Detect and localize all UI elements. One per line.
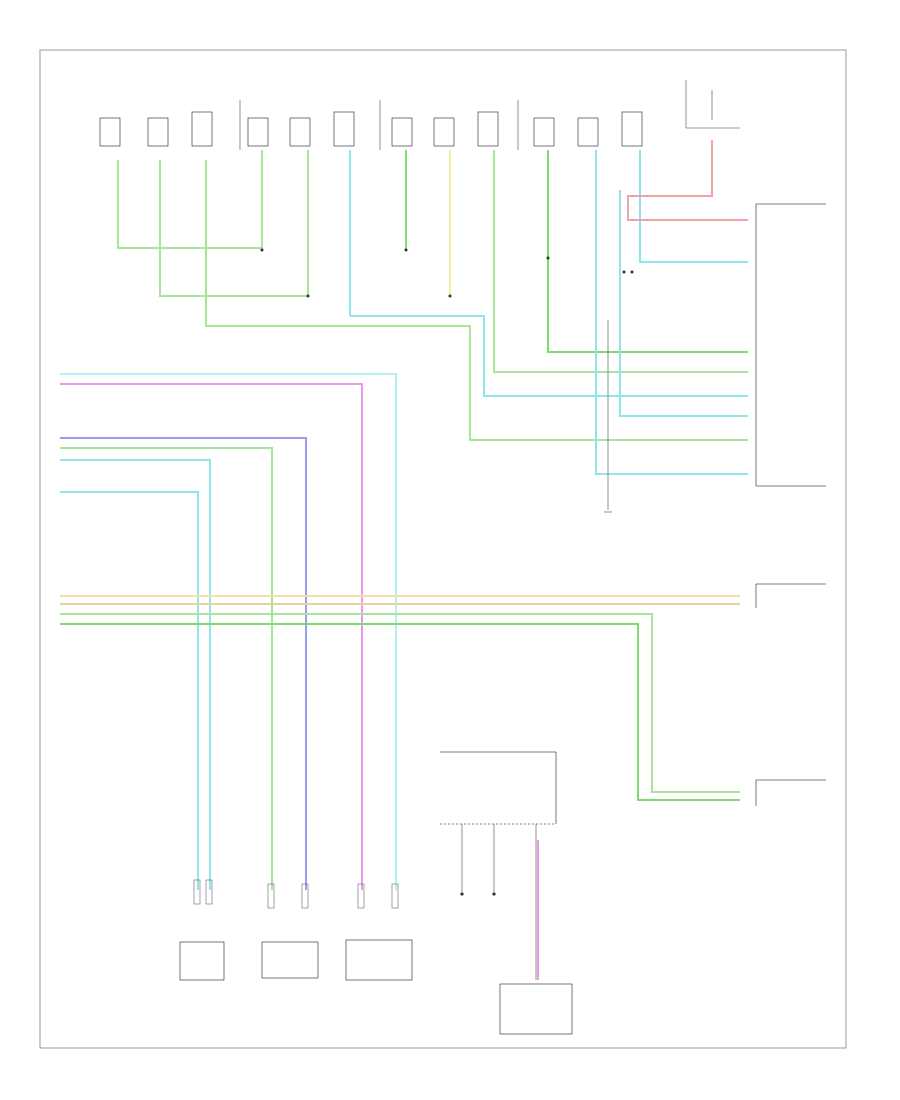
- wire-blue-left: [60, 437, 307, 890]
- wire-cyan-5: [619, 190, 748, 417]
- wire-green-1: [117, 150, 263, 249]
- ground-module: [499, 983, 573, 1035]
- fuse-block: [685, 80, 740, 129]
- splice-dot: [630, 270, 634, 274]
- seat-sensor-center: [261, 941, 319, 979]
- diagram-frame: [39, 49, 847, 1049]
- splice-dot: [260, 248, 264, 252]
- front-sensor: [755, 583, 826, 608]
- wire-magenta-left: [60, 383, 363, 890]
- wire-cyan-4: [639, 150, 748, 263]
- splice-dot: [448, 294, 452, 298]
- door-switch-group-3: [391, 100, 519, 150]
- wire-green-6: [547, 150, 748, 353]
- wire-cyan-left-3: [60, 491, 199, 890]
- splice-dot: [404, 248, 408, 252]
- rear-sensor: [755, 779, 826, 806]
- wire-cyan-left-2: [60, 459, 211, 890]
- seat-sensor-right: [345, 939, 413, 981]
- wire-green-left: [60, 447, 273, 890]
- door-switch-group-1: [99, 100, 241, 150]
- wire-green-2: [159, 150, 309, 297]
- wire-cyan-left-1: [60, 373, 397, 890]
- wire-cyan-3: [595, 150, 748, 475]
- wire-green-front: [60, 613, 740, 793]
- connector-stubs: [193, 879, 399, 909]
- wire-green-rear: [60, 623, 740, 801]
- splice-dot: [306, 294, 310, 298]
- splice-dot: [622, 270, 626, 274]
- wire-green-5: [493, 150, 748, 373]
- switch-assembly: [440, 751, 557, 896]
- wire-green-3: [205, 160, 748, 441]
- seat-sensor-left: [179, 941, 225, 981]
- splice-dot: [546, 256, 550, 260]
- control-module: [755, 203, 826, 487]
- wire-cyan-2: [350, 315, 748, 397]
- wire-pink-power: [627, 140, 748, 221]
- door-switch-group-2: [247, 100, 381, 150]
- door-switch-group-4: [533, 111, 643, 147]
